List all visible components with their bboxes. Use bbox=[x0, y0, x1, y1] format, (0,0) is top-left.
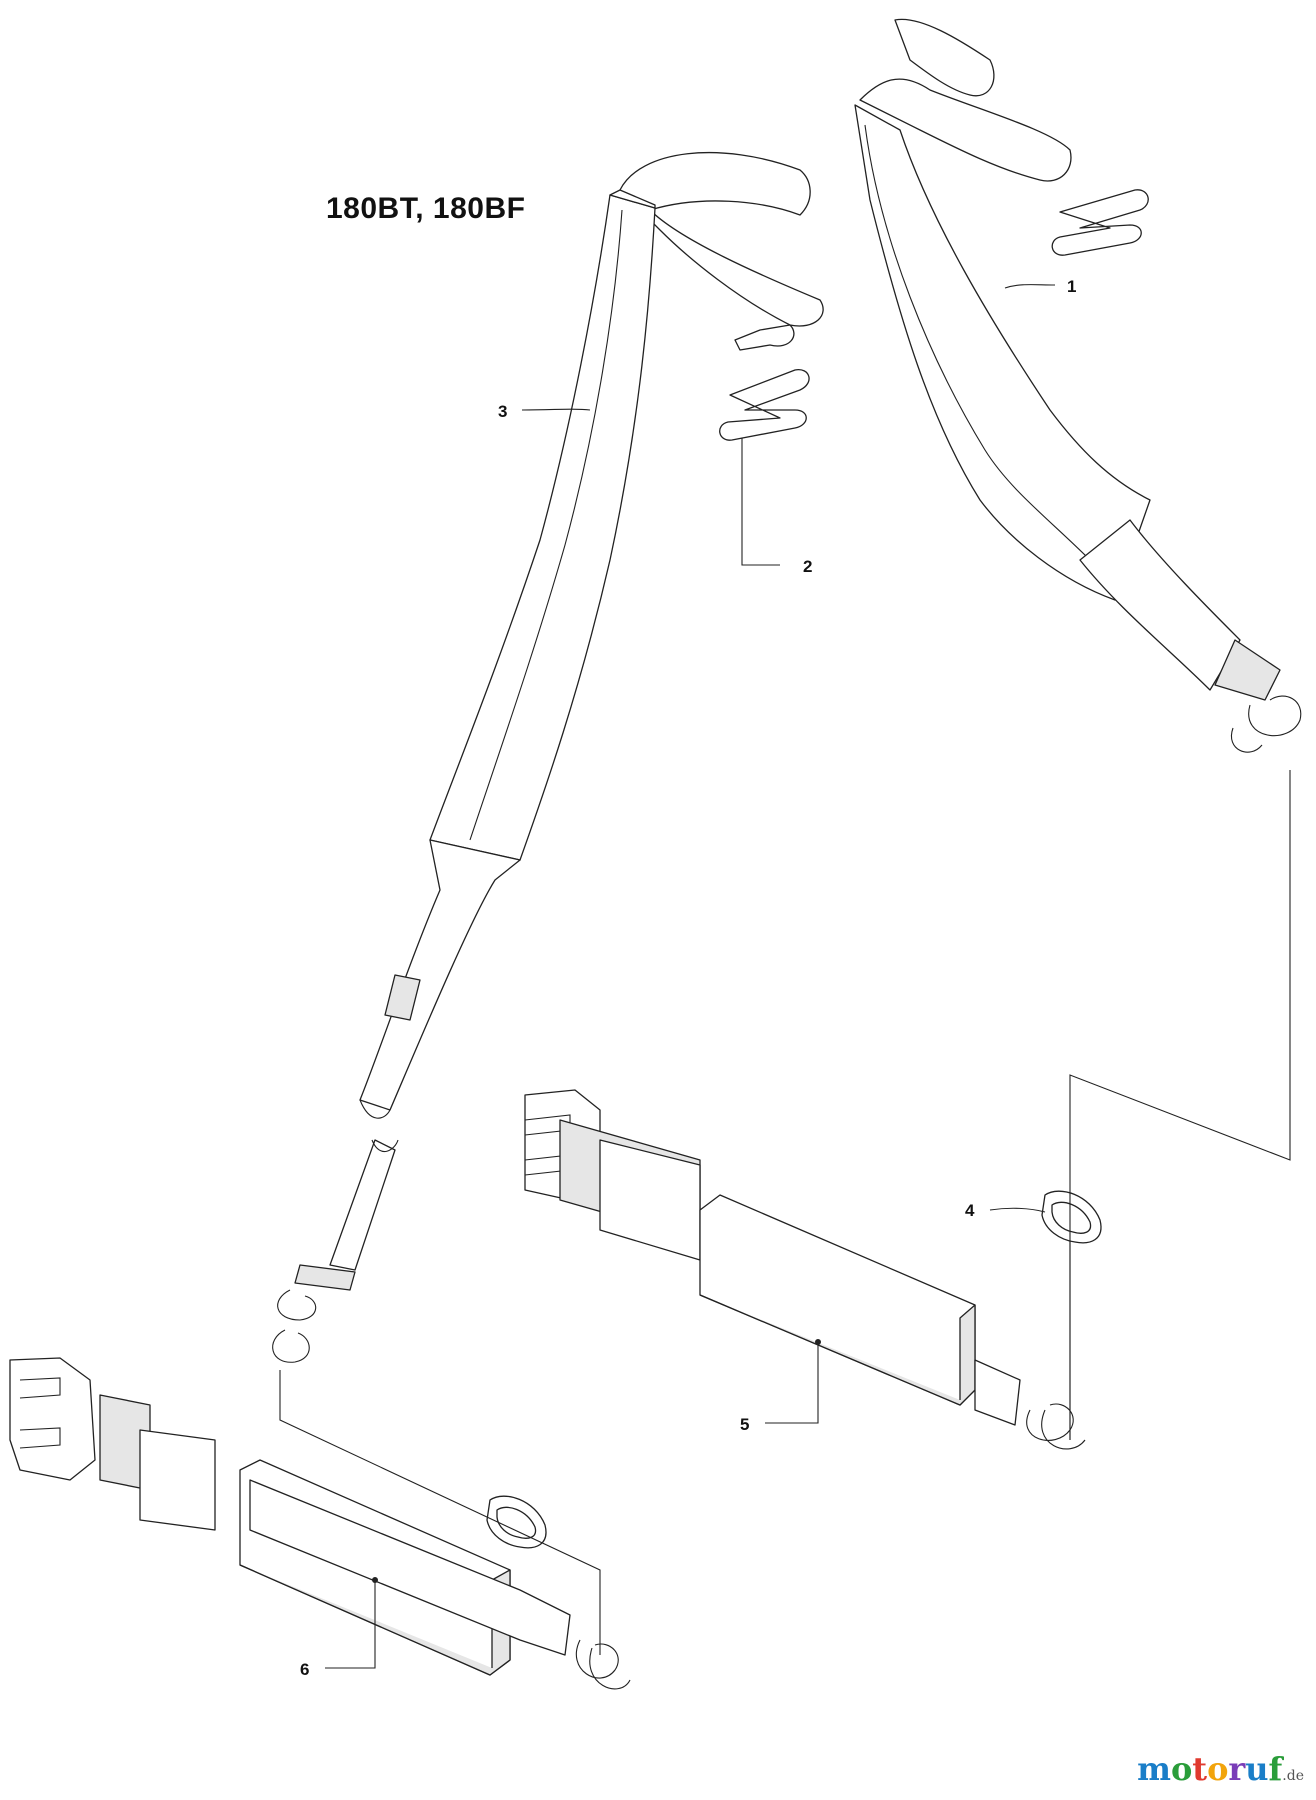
watermark-suffix: .de bbox=[1282, 1768, 1304, 1784]
connection-lines bbox=[279, 770, 1291, 1655]
s-hook-lower bbox=[719, 369, 810, 441]
callout-2: 2 bbox=[741, 438, 812, 576]
svg-text:3: 3 bbox=[498, 402, 507, 421]
callout-4: 4 bbox=[965, 1201, 1046, 1220]
svg-text:4: 4 bbox=[965, 1201, 975, 1220]
model-title: 180BT, 180BF bbox=[326, 192, 526, 225]
callout-1: 1 bbox=[1004, 277, 1076, 296]
shoulder-strap-right bbox=[854, 18, 1302, 753]
waist-belt-left bbox=[9, 1357, 631, 1690]
watermark-logo: motoruf.de bbox=[1137, 1750, 1304, 1788]
s-hook-upper bbox=[1051, 189, 1149, 256]
watermark-brand: motoruf bbox=[1137, 1750, 1283, 1788]
svg-text:5: 5 bbox=[740, 1415, 749, 1434]
waist-belt-right bbox=[524, 1089, 1086, 1450]
d-ring bbox=[1041, 1190, 1102, 1244]
svg-text:6: 6 bbox=[300, 1660, 309, 1679]
callout-6: 6 bbox=[300, 1577, 378, 1679]
svg-text:1: 1 bbox=[1067, 277, 1076, 296]
callout-5: 5 bbox=[740, 1339, 821, 1434]
svg-text:2: 2 bbox=[803, 557, 812, 576]
shoulder-strap-left bbox=[272, 151, 824, 1363]
callout-3: 3 bbox=[498, 402, 591, 421]
